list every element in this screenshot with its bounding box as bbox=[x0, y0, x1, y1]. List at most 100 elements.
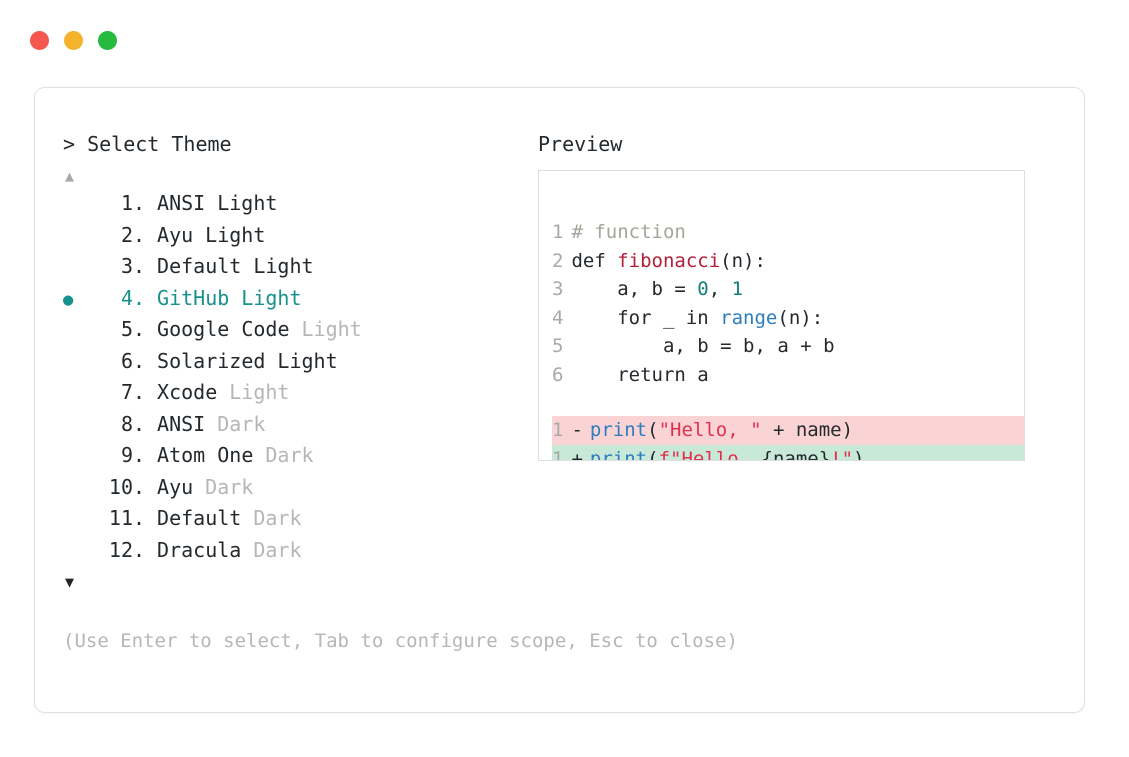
code-line: 1# function bbox=[552, 218, 1024, 247]
code-token: a, b = b, a + b bbox=[571, 335, 835, 357]
theme-item-index: 1 bbox=[120, 191, 133, 215]
theme-item-index-dot: . bbox=[133, 191, 146, 215]
theme-item-index: 6 bbox=[120, 348, 133, 373]
code-line-number: 5 bbox=[552, 335, 564, 357]
theme-item-variant: Light bbox=[277, 348, 338, 373]
code-token: print bbox=[589, 419, 648, 441]
theme-item-index-dot: . bbox=[133, 380, 146, 404]
code-token: (n): bbox=[720, 249, 766, 272]
theme-item-index: 8 bbox=[120, 411, 133, 436]
code-token: # function bbox=[571, 221, 686, 243]
code-line: 6 return a bbox=[552, 361, 1024, 390]
theme-item-name: ANSI bbox=[157, 411, 206, 436]
code-token: 1 bbox=[731, 278, 744, 300]
diff-line-removed: 1-print("Hello, " + name) bbox=[552, 416, 1024, 445]
theme-item-index-dot: . bbox=[133, 411, 146, 436]
theme-item-variant: Light bbox=[229, 380, 290, 404]
theme-item-name: Default bbox=[157, 506, 242, 530]
theme-item-index: 2 bbox=[120, 222, 133, 247]
theme-selector-card: > Select Theme Preview ▲ ●1.ANSILight●2.… bbox=[34, 87, 1085, 713]
code-token: ( bbox=[647, 419, 659, 441]
selected-bullet-icon: ● bbox=[63, 289, 74, 310]
theme-list: ●1.ANSILight●2.AyuLight●3.DefaultLight●4… bbox=[63, 188, 523, 566]
theme-item-variant: Dark bbox=[265, 443, 314, 467]
code-token: (n): bbox=[777, 306, 824, 329]
bullet-placeholder: ● bbox=[63, 190, 93, 222]
code-line-number: 6 bbox=[552, 363, 564, 386]
keyboard-hint: (Use Enter to select, Tab to configure s… bbox=[63, 630, 738, 652]
theme-item-variant: Dark bbox=[205, 474, 254, 499]
code-line: 5 a, b = b, a + b bbox=[552, 332, 1024, 361]
code-token: ) bbox=[853, 447, 865, 461]
theme-item-index-dot: . bbox=[133, 285, 146, 310]
theme-item-index-dot: . bbox=[133, 317, 146, 341]
close-dot[interactable] bbox=[30, 31, 49, 50]
theme-item-index: 7 bbox=[120, 380, 133, 404]
scroll-up-icon[interactable]: ▲ bbox=[65, 167, 75, 185]
theme-item-name: Google Code bbox=[157, 317, 290, 341]
code-token: range bbox=[720, 306, 778, 329]
code-token: ( bbox=[647, 447, 659, 461]
code-line: 4 for _ in range(n): bbox=[552, 304, 1024, 333]
theme-item-name: Default bbox=[157, 254, 242, 278]
maximize-dot[interactable] bbox=[98, 31, 117, 50]
code-token: a, b = bbox=[571, 278, 698, 300]
theme-item-variant: Light bbox=[205, 222, 266, 247]
code-token: print bbox=[589, 447, 648, 461]
theme-item-index-dot: . bbox=[133, 254, 146, 278]
theme-item-name: Atom One bbox=[157, 443, 254, 467]
theme-item-variant: Light bbox=[301, 317, 362, 341]
bullet-placeholder: ● bbox=[63, 411, 93, 443]
bullet-placeholder: ● bbox=[63, 442, 93, 474]
select-theme-prompt: > Select Theme bbox=[63, 132, 232, 156]
preview-label: Preview bbox=[538, 132, 623, 156]
code-line-number: 2 bbox=[552, 249, 564, 272]
theme-item-index-dot: . bbox=[133, 506, 146, 530]
theme-item-index-dot: . bbox=[133, 222, 146, 247]
theme-list-item[interactable]: ● 7. Xcode Light bbox=[63, 377, 523, 409]
theme-item-index-dot: . bbox=[133, 474, 146, 499]
code-line-text: a, b = b, a + b bbox=[571, 332, 835, 361]
bullet-placeholder: ● bbox=[63, 474, 93, 506]
theme-item-name: Xcode bbox=[157, 380, 218, 404]
code-token: , bbox=[708, 278, 732, 300]
theme-list-column: ▲ ●1.ANSILight●2.AyuLight●3.DefaultLight… bbox=[63, 166, 523, 596]
code-token: def bbox=[571, 249, 618, 272]
code-line-text: print("Hello, " + name) bbox=[590, 416, 853, 445]
minimize-dot[interactable] bbox=[64, 31, 83, 50]
window-titlebar bbox=[30, 31, 117, 50]
code-line-text: for _ in range(n): bbox=[571, 304, 823, 333]
theme-item-name: Solarized bbox=[157, 348, 266, 373]
bullet-placeholder: ● bbox=[63, 505, 93, 537]
code-token: return a bbox=[571, 363, 709, 386]
bullet-placeholder: ● bbox=[63, 379, 93, 411]
code-token: fibonacci bbox=[617, 249, 721, 272]
theme-item-index-dot: . bbox=[133, 537, 146, 562]
diff-minus-sign: - bbox=[571, 419, 583, 441]
code-token: for _ in bbox=[571, 306, 721, 329]
theme-item-name: Dracula bbox=[157, 537, 242, 562]
theme-item-index: 9 bbox=[120, 443, 133, 467]
code-line-text: # function bbox=[571, 218, 685, 247]
bullet-placeholder: ● bbox=[63, 537, 93, 569]
theme-item-name: ANSI bbox=[157, 191, 206, 215]
code-token: !" bbox=[830, 447, 854, 461]
scroll-down-icon[interactable]: ▼ bbox=[65, 573, 75, 591]
code-line-number: 4 bbox=[552, 306, 564, 329]
theme-item-variant: Light bbox=[253, 254, 314, 278]
theme-item-index: 11 bbox=[108, 506, 133, 530]
code-line-text: print(f"Hello, {name}!") bbox=[589, 445, 865, 461]
